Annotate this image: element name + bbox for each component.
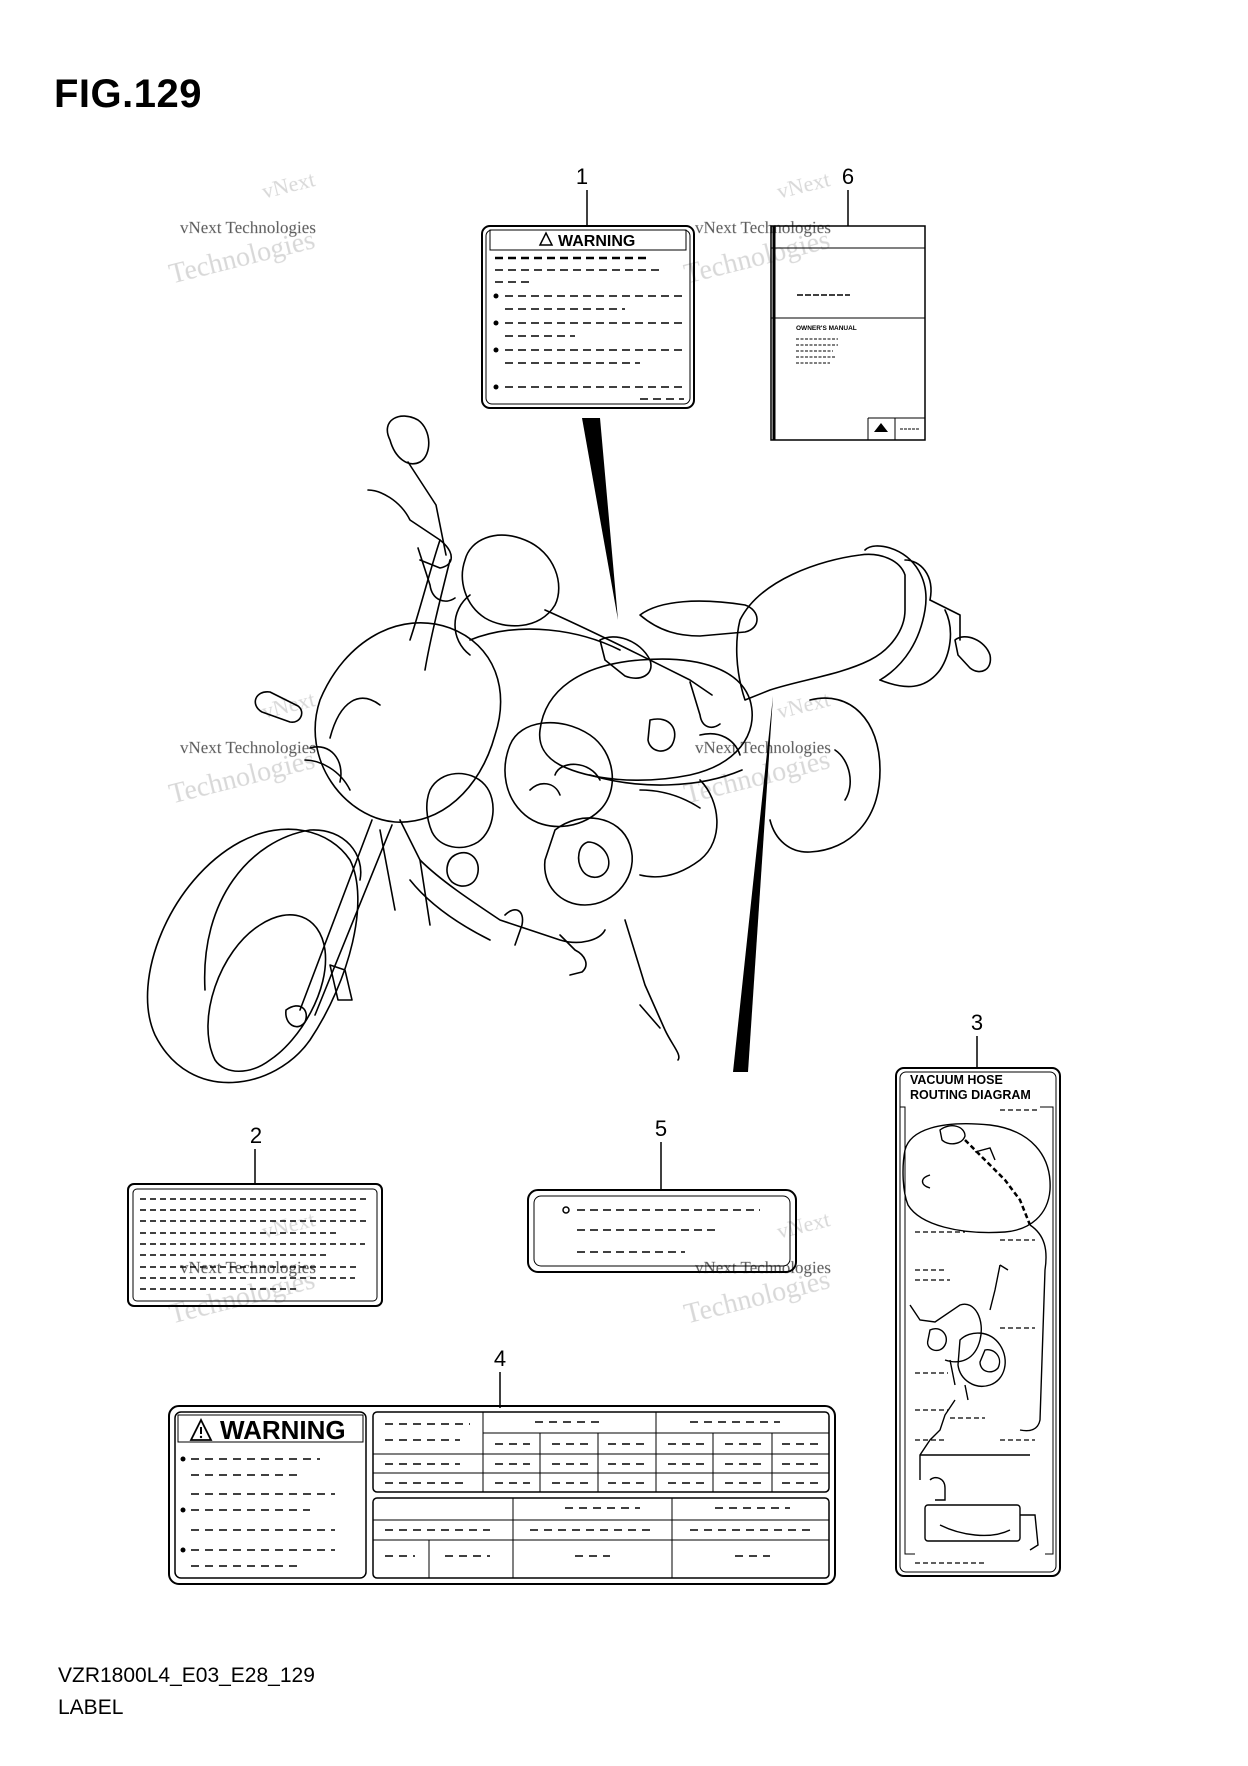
svg-text:vNext Technologies: vNext Technologies [695,738,831,757]
watermark: vNext vNext Technologies Technologies [681,686,833,810]
svg-text:WARNING: WARNING [558,233,635,250]
callout-2[interactable]: 2 [250,1123,262,1184]
pointer-label-location [733,696,773,1072]
svg-text:vNext Technologies: vNext Technologies [180,218,316,237]
vacuum-hose-schematic [902,1123,1051,1551]
label-6-owners-manual[interactable]: OWNER'S MANUAL [770,225,926,441]
svg-text:vNext: vNext [259,1206,317,1243]
watermark: vNext vNext Technologies Technologies [166,686,318,810]
callout-4[interactable]: 4 [494,1346,506,1408]
pointer-label-1 [582,418,618,620]
svg-text:vNext Technologies: vNext Technologies [695,218,831,237]
warning-triangle-icon [538,231,554,246]
table-placeholder-lines [385,1421,818,1484]
brand-logo-icon [874,423,888,432]
svg-text:6: 6 [842,164,854,189]
label-3-vacuum-hose-diagram[interactable]: VACUUM HOSE ROUTING DIAGRAM [895,1067,1061,1577]
warning-text-lines [191,1458,335,1567]
diagram-section-label: LABEL [58,1696,124,1719]
svg-text:5: 5 [655,1116,667,1141]
watermark-group: vNext vNext Technologies Technologies vN… [166,166,833,1330]
svg-text:WARNING: WARNING [220,1415,346,1445]
label-4-warning-table[interactable]: WARNING [168,1405,836,1585]
svg-text:vNext: vNext [774,166,832,203]
label-2-text-lines [140,1198,370,1290]
watermark: vNext vNext Technologies Technologies [166,1206,318,1330]
watermark: vNext vNext Technologies Technologies [681,166,833,290]
svg-text:vNext: vNext [774,686,832,723]
label-5[interactable] [527,1189,797,1273]
svg-text:vNext Technologies: vNext Technologies [180,738,316,757]
warning-triangle-icon [189,1417,213,1441]
svg-text:2: 2 [250,1123,262,1148]
svg-text:3: 3 [971,1010,983,1035]
label-5-text-lines [577,1209,760,1253]
callout-1[interactable]: 1 [576,164,588,226]
svg-text:OWNER'S MANUAL: OWNER'S MANUAL [796,325,857,332]
label-1-warning[interactable]: WARNING [481,225,695,409]
svg-text:4: 4 [494,1346,506,1371]
warning-text-lines [495,256,684,400]
watermark: vNext vNext Technologies Technologies [166,166,318,290]
svg-text:vNext: vNext [259,166,317,203]
diagram-code: VZR1800L4_E03_E28_129 [58,1664,315,1687]
callout-3[interactable]: 3 [971,1010,983,1068]
svg-text:ROUTING DIAGRAM: ROUTING DIAGRAM [910,1088,1031,1102]
label-2[interactable] [127,1183,383,1307]
callout-6[interactable]: 6 [842,164,854,226]
vacuum-hose-text-lines [915,1109,1040,1564]
figure-title: FIG.129 [54,72,203,116]
svg-text:vNext Technologies: vNext Technologies [180,1258,316,1277]
motorcycle-illustration [146,415,992,1084]
table-placeholder-lines [385,1507,815,1557]
callout-5[interactable]: 5 [655,1116,667,1190]
watermark: vNext vNext Technologies Technologies [681,1206,833,1330]
svg-text:1: 1 [576,164,588,189]
svg-text:vNext: vNext [774,1206,832,1243]
svg-text:VACUUM HOSE: VACUUM HOSE [910,1073,1003,1087]
